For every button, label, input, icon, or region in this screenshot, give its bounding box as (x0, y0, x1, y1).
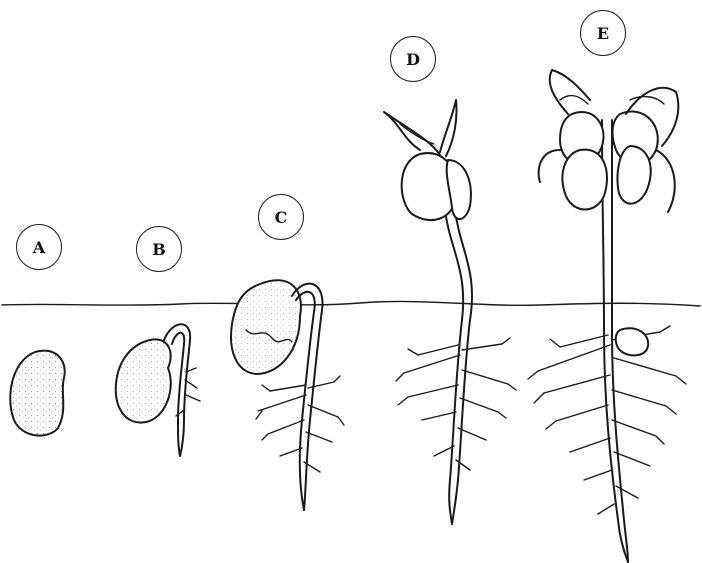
stage-a-seed (10, 351, 64, 436)
stage-e-mature-seedling (528, 70, 686, 562)
stage-label-a: A (16, 224, 62, 270)
stage-c-seedling (231, 280, 344, 510)
stage-label-e: E (580, 10, 626, 56)
stage-label-d: D (390, 36, 436, 82)
soil-line (2, 301, 700, 306)
stage-d-young-plant (384, 100, 516, 524)
stage-label-c: C (258, 194, 304, 240)
stage-label-b: B (136, 226, 182, 272)
stage-b-germinating-seed (116, 324, 200, 456)
